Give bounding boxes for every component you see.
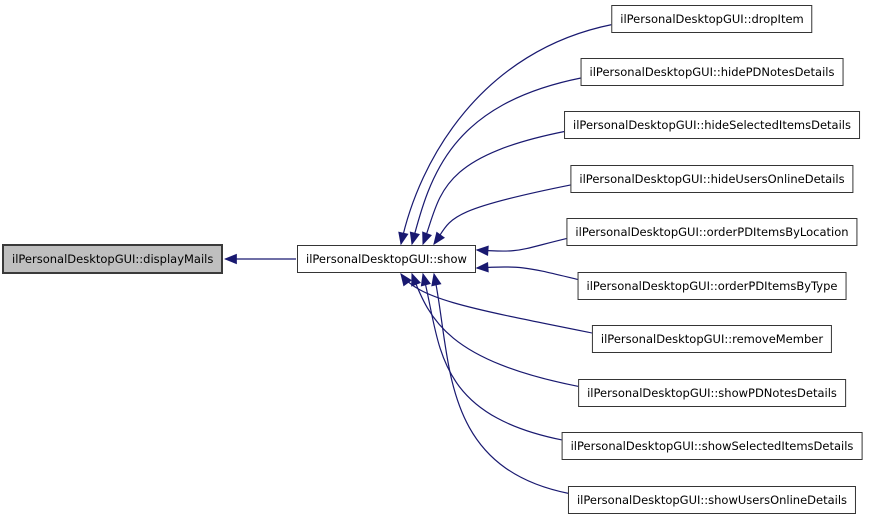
edge-orderPDItemsByType-to-show-arrowhead (475, 262, 489, 273)
graph-node-showSelectedItemsDetails[interactable]: ilPersonalDesktopGUI::showSelectedItemsD… (561, 432, 863, 461)
edge-hideSelectedItemsDetails-to-show (422, 130, 566, 245)
edge-showUsersOnlineDetails-to-show (433, 273, 570, 495)
edge-showUsersOnlineDetails-to-show-arrowhead (431, 272, 442, 287)
edge-hidePDNotesDetails-to-show (411, 77, 582, 245)
edge-hideUsersOnlineDetails-to-show (433, 184, 572, 245)
edge-showPDNotesDetails-to-show (411, 273, 580, 388)
edge-showSelectedItemsDetails-to-show-arrowhead (420, 272, 431, 287)
graph-node-removeMember[interactable]: ilPersonalDesktopGUI::removeMember (591, 325, 833, 354)
edge-hidePDNotesDetails-to-show-arrowhead (409, 231, 420, 246)
edge-orderPDItemsByLocation-to-show-arrowhead (475, 245, 489, 256)
edge-showSelectedItemsDetails-to-show (422, 273, 563, 441)
graph-node-dropItem[interactable]: ilPersonalDesktopGUI::dropItem (611, 4, 813, 33)
graph-node-show[interactable]: ilPersonalDesktopGUI::show (297, 245, 476, 273)
graph-node-hideSelectedItemsDetails[interactable]: ilPersonalDesktopGUI::hideSelectedItemsD… (564, 111, 860, 140)
graph-node-orderPDItemsByLocation[interactable]: ilPersonalDesktopGUI::orderPDItemsByLoca… (566, 218, 858, 247)
edge-hideUsersOnlineDetails-to-show-arrowhead (433, 231, 445, 246)
edge-orderPDItemsByLocation-to-show (476, 237, 568, 252)
graph-node-displayMails: ilPersonalDesktopGUI::displayMails (2, 244, 224, 274)
edge-dropItem-to-show-arrowhead (398, 231, 409, 246)
edge-showPDNotesDetails-to-show-arrowhead (411, 272, 421, 287)
graph-node-showUsersOnlineDetails[interactable]: ilPersonalDesktopGUI::showUsersOnlineDet… (567, 485, 857, 514)
edge-removeMember-to-show-arrowhead (400, 272, 412, 287)
edge-show-to-displayMails-arrowhead (224, 253, 237, 265)
graph-node-hidePDNotesDetails[interactable]: ilPersonalDesktopGUI::hidePDNotesDetails (580, 57, 844, 86)
edge-dropItem-to-show (400, 23, 613, 245)
graph-node-hideUsersOnlineDetails[interactable]: ilPersonalDesktopGUI::hideUsersOnlineDet… (570, 164, 854, 193)
graph-node-showPDNotesDetails[interactable]: ilPersonalDesktopGUI::showPDNotesDetails (578, 378, 846, 407)
edge-orderPDItemsByType-to-show (476, 266, 579, 281)
edge-hideSelectedItemsDetails-to-show-arrowhead (422, 231, 432, 246)
graph-node-orderPDItemsByType[interactable]: ilPersonalDesktopGUI::orderPDItemsByType (577, 271, 847, 300)
